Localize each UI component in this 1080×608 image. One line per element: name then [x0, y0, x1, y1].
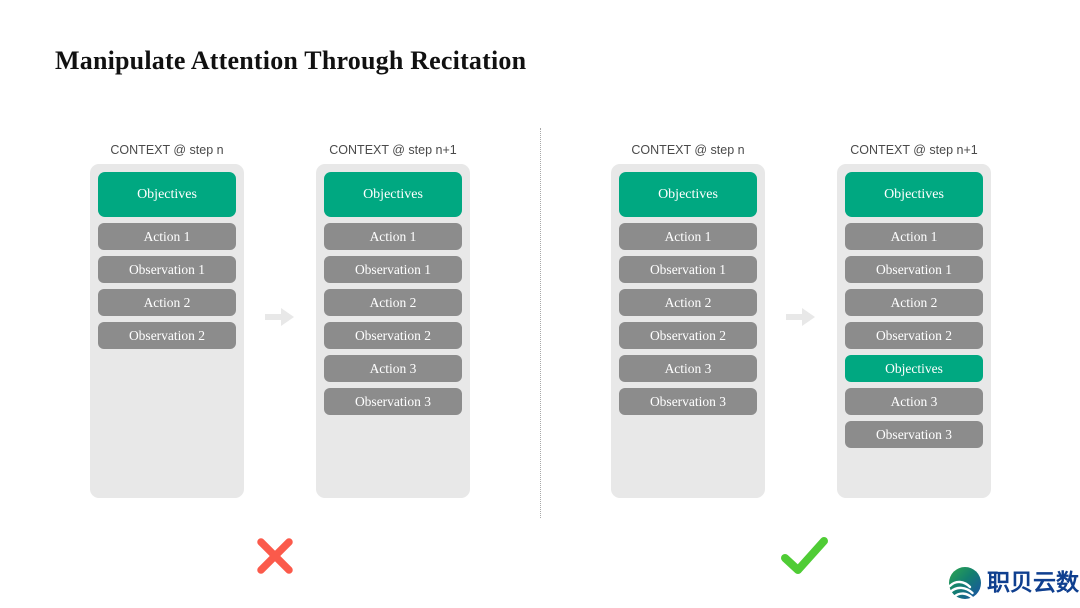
column-label: CONTEXT @ step n+1: [329, 143, 457, 157]
arrow-cell: [765, 140, 837, 498]
arrow-right-icon: [786, 307, 816, 332]
context-block-observation-2: Observation 2: [98, 322, 236, 349]
context-block-observation-1: Observation 1: [324, 256, 462, 283]
column-label: CONTEXT @ step n+1: [850, 143, 978, 157]
context-block-action-2: Action 2: [98, 289, 236, 316]
context-block-action-3: Action 3: [845, 388, 983, 415]
context-block-observation-3: Observation 3: [619, 388, 757, 415]
context-block-observation-1: Observation 1: [619, 256, 757, 283]
page-title: Manipulate Attention Through Recitation: [55, 46, 527, 75]
panel-divider: [540, 128, 541, 518]
check-icon: [775, 528, 835, 584]
context-block-action-2: Action 2: [619, 289, 757, 316]
context-block-observation-3: Observation 3: [324, 388, 462, 415]
arrow-right-icon: [265, 307, 295, 332]
context-block-observation-2: Observation 2: [324, 322, 462, 349]
column-label: CONTEXT @ step n: [110, 143, 224, 157]
column-label: CONTEXT @ step n: [631, 143, 745, 157]
brand-name: 职贝云数: [987, 569, 1079, 596]
context-block-objectives: Objectives: [98, 172, 236, 217]
context-block-action-1: Action 1: [619, 223, 757, 250]
arrow-cell: [244, 140, 316, 498]
wave-globe-icon: [948, 566, 982, 600]
context-block-action-1: Action 1: [845, 223, 983, 250]
context-block-objectives: Objectives: [845, 172, 983, 217]
context-block-objectives: Objectives: [324, 172, 462, 217]
context-block-observation-2: Observation 2: [845, 322, 983, 349]
context-block-observation-3: Observation 3: [845, 421, 983, 448]
context-block-observation-1: Observation 1: [98, 256, 236, 283]
context-block-objectives: Objectives: [845, 355, 983, 382]
context-block-action-3: Action 3: [324, 355, 462, 382]
brand-logo: 职贝云数: [948, 566, 1079, 600]
context-block-action-2: Action 2: [845, 289, 983, 316]
context-block-observation-1: Observation 1: [845, 256, 983, 283]
context-block-action-2: Action 2: [324, 289, 462, 316]
context-block-observation-2: Observation 2: [619, 322, 757, 349]
cross-icon: [245, 528, 305, 584]
context-block-action-1: Action 1: [324, 223, 462, 250]
context-block-action-3: Action 3: [619, 355, 757, 382]
context-block-objectives: Objectives: [619, 172, 757, 217]
context-block-action-1: Action 1: [98, 223, 236, 250]
